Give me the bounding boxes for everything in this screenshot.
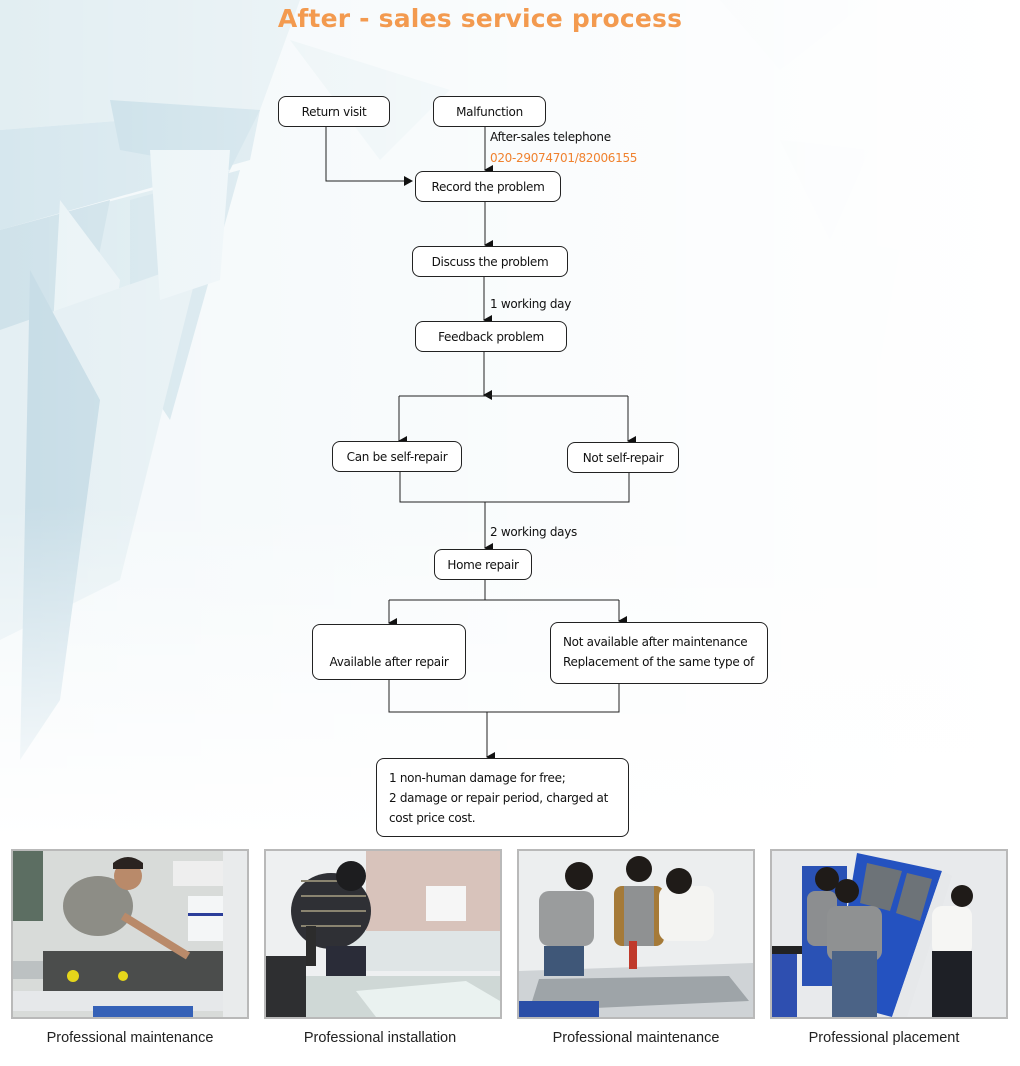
node-self-repair-label: Can be self-repair [346,449,448,464]
photo-caption-4: Professional placement [808,1030,960,1046]
node-return-visit: Return visit [278,96,390,127]
node-available-after-repair-label: Available after repair [329,655,449,669]
edge-label-two-days: 2 working days [490,525,577,539]
background-pattern [0,0,1020,840]
node-home-repair: Home repair [434,549,532,580]
final-note-line1: 1 non-human damage for free; [389,770,566,785]
cabinet-placement-photo [770,849,1008,1019]
technician-drilling-photo [264,849,502,1019]
technician-wiring-photo [11,849,249,1019]
connector-return-to-record [325,126,413,186]
photo-caption-3: Professional maintenance [552,1030,720,1046]
photo-caption-2: Professional installation [303,1030,457,1046]
node-not-self-repair: Not self-repair [567,442,679,473]
final-note-line3: cost price cost. [389,810,476,825]
telephone-number: 020-29074701/82006155 [490,151,638,165]
node-malfunction-label: Malfunction [456,104,523,119]
node-not-self-repair-label: Not self-repair [582,450,664,465]
photo-gallery: Professional maintenance Professional in… [0,849,1020,1066]
node-malfunction: Malfunction [433,96,546,127]
node-final-note: 1 non-human damage for free; 2 damage or… [376,758,629,837]
team-assembly-photo [517,849,755,1019]
photo-caption-1: Professional maintenance [46,1030,214,1046]
node-home-repair-label: Home repair [447,557,519,572]
node-not-available-line2: Replacement of the same type of [563,655,754,669]
connector-merge-1 [399,472,630,503]
node-return-visit-label: Return visit [301,104,367,119]
node-record-problem: Record the problem [415,171,561,202]
node-self-repair: Can be self-repair [332,441,462,472]
node-not-available: Not available after maintenance Replacem… [550,622,768,684]
page-title: After - sales service process [277,4,683,33]
telephone-label: After-sales telephone [490,130,611,144]
node-record-problem-label: Record the problem [431,179,545,194]
node-feedback-problem-label: Feedback problem [438,329,544,344]
node-available-after-repair: Available after repair [312,624,466,680]
flowchart-connectors [325,126,636,762]
node-discuss-problem-label: Discuss the problem [431,254,549,269]
node-discuss-problem: Discuss the problem [412,246,568,277]
node-feedback-problem: Feedback problem [415,321,567,352]
edge-label-one-day: 1 working day [490,297,572,311]
node-not-available-line1: Not available after maintenance [563,635,748,649]
connector-merge-2 [388,680,620,713]
final-note-line2: 2 damage or repair period, charged at [389,790,608,805]
